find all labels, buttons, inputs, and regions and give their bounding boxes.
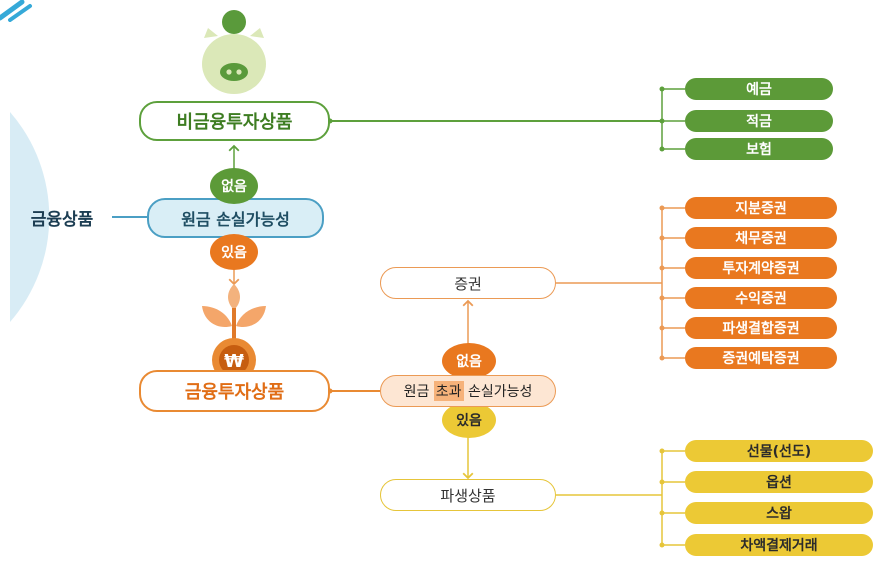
principal-loss-box: 원금 손실가능성 (147, 198, 324, 238)
derivatives-item: 스왑 (685, 502, 873, 524)
derivatives-item: 선물(선도) (685, 440, 873, 462)
derivatives-item: 옵션 (685, 471, 873, 493)
root-half-circle (10, 112, 50, 322)
excess-loss-prefix: 원금 (403, 384, 434, 400)
non-financial-item: 보험 (685, 138, 833, 160)
principal-loss-yes-badge: 있음 (210, 234, 258, 270)
securities-item: 지분증권 (685, 197, 837, 219)
financial-box: 금융투자상품 (139, 370, 330, 412)
piggy-bank-icon (202, 10, 266, 94)
securities-item: 채무증권 (685, 227, 837, 249)
non-financial-item: 예금 (685, 78, 833, 100)
securities-item: 투자계약증권 (685, 257, 837, 279)
securities-item: 수익증권 (685, 287, 837, 309)
corner-arrow-icon (0, 0, 32, 22)
won-symbol: ₩ (224, 351, 244, 372)
derivatives-box: 파생상품 (380, 479, 556, 511)
securities-item: 증권예탁증권 (685, 347, 837, 369)
root-label: 금융상품 (30, 209, 94, 230)
derivatives-item: 차액결제거래 (685, 534, 873, 556)
non-financial-item: 적금 (685, 110, 833, 132)
excess-loss-yes-badge: 있음 (442, 402, 496, 438)
excess-loss-no-badge: 없음 (442, 343, 496, 379)
securities-box: 증권 (380, 267, 556, 299)
excess-loss-highlight: 초과 (433, 381, 464, 401)
excess-loss-suffix: 손실가능성 (463, 384, 533, 400)
sprout-coin-icon: ₩ (202, 284, 266, 372)
principal-loss-no-badge: 없음 (210, 168, 258, 204)
securities-item: 파생결합증권 (685, 317, 837, 339)
non-financial-box: 비금융투자상품 (139, 101, 330, 141)
excess-loss-box: 원금 초과 손실가능성 (380, 375, 556, 407)
